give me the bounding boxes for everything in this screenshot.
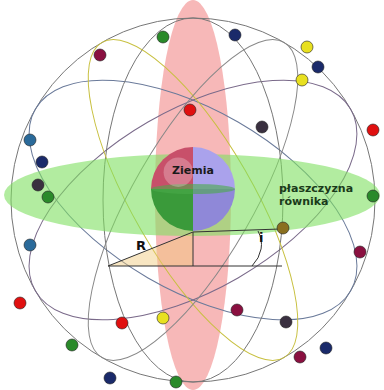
earth-node: Ziemia xyxy=(150,146,236,232)
plane-label: płaszczyzna równika xyxy=(279,182,357,208)
radius-label: R xyxy=(136,238,146,253)
inclination-label: i xyxy=(259,230,263,245)
earth-label: Ziemia xyxy=(150,164,236,177)
orbits xyxy=(0,12,384,387)
earth-sphere xyxy=(150,146,236,232)
